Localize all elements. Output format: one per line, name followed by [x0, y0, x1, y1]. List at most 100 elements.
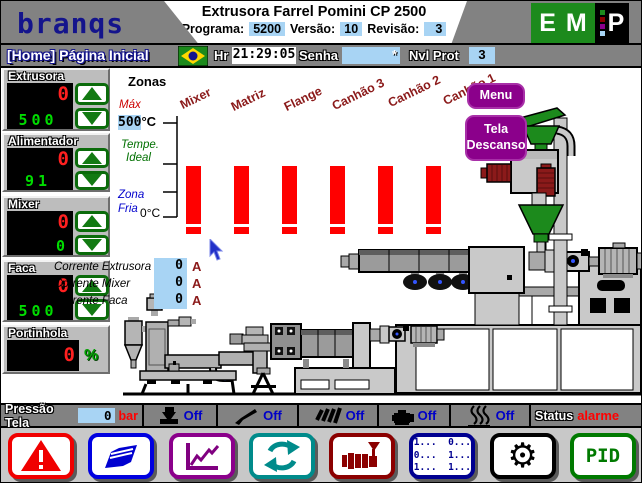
pressure-label: Pressão Tela	[5, 401, 54, 430]
portinhola-unit: %	[84, 347, 99, 364]
faca-setpoint: 0	[57, 275, 69, 297]
warning-triangle-icon	[21, 440, 62, 471]
scale-min: 0°C	[140, 206, 161, 220]
settings-button[interactable]: ⚙	[489, 433, 556, 479]
faca-down-button[interactable]	[75, 299, 109, 320]
brazil-flag-icon[interactable]	[178, 46, 208, 66]
cycle-button[interactable]	[248, 433, 315, 479]
toggle-state: Off	[417, 408, 437, 423]
toggle-heater[interactable]: Off	[451, 404, 531, 428]
panel-label: Extrusora	[8, 69, 65, 83]
small-hopper	[521, 125, 561, 145]
max-temp-input[interactable]: 500	[118, 115, 142, 130]
emp-color-dots	[599, 10, 605, 36]
alimentador-down-button[interactable]	[75, 170, 109, 190]
vertical-motor	[536, 167, 556, 197]
toggle-screw[interactable]: Off	[299, 405, 379, 426]
pid-button[interactable]: PID	[569, 433, 636, 479]
current-label: Corrente Mixer	[54, 277, 131, 290]
toggle-knife[interactable]: Off	[218, 405, 299, 426]
mixer-motor	[410, 325, 438, 344]
scale-ideal-2: Ideal	[126, 152, 151, 164]
faca-actual: 500	[18, 302, 58, 320]
scale-axis	[163, 116, 178, 218]
main-area: Extrusora 0 500 Alimentador 0 91	[1, 68, 641, 403]
mouse-cursor	[209, 239, 224, 261]
main-hopper-cone	[517, 204, 565, 235]
zone-bar	[330, 166, 345, 224]
toggle-state: Off	[263, 408, 282, 423]
header: branqs Extrusora Farrel Pomini CP 2500 P…	[1, 1, 641, 45]
toolbar: 1... 0... 0... 1... 1... 1... ⚙ PID	[1, 428, 641, 482]
toggle-diverter[interactable]: Off	[144, 405, 218, 426]
status-bar: Pressão Tela 0 bar Off Off	[1, 401, 641, 430]
down-arrow-icon	[82, 238, 102, 251]
zones-title: Zonas	[128, 74, 167, 89]
pelletizer-table	[139, 370, 237, 381]
senha-input[interactable]: *	[342, 47, 400, 64]
scale-cold-1: Zona	[118, 189, 145, 201]
scale-cold-2: Fria	[118, 203, 138, 215]
alimentador-display: 0 91	[7, 148, 73, 190]
title-plate: Extrusora Farrel Pomini CP 2500 Programa…	[164, 1, 467, 43]
panel-faca: Faca 0 500	[2, 260, 110, 322]
programa-value: 5200	[249, 22, 286, 36]
mixer-display: 0 0	[7, 211, 73, 255]
alimentador-actual: 91	[24, 172, 52, 190]
scale-ideal-1: Tempe.	[121, 139, 159, 151]
menu-button[interactable]: Menu	[467, 83, 525, 109]
current-value: 0	[154, 275, 187, 292]
zone-bar-base	[282, 227, 297, 234]
trends-button[interactable]	[168, 433, 235, 479]
current-value: 0	[154, 292, 187, 309]
mixer-up-button[interactable]	[75, 211, 109, 232]
programa-label: Programa:	[181, 22, 245, 36]
clock: 21:29:05	[232, 47, 296, 64]
recipes-button[interactable]	[88, 433, 155, 479]
extrusora-down-button[interactable]	[75, 107, 109, 129]
tela-descanso-button[interactable]: Tela Descanso	[465, 115, 527, 161]
extrusora-up-button[interactable]	[75, 83, 109, 105]
extruder-screens-button[interactable]	[329, 433, 396, 479]
zone-bar-base	[234, 227, 249, 234]
pump-icon	[391, 409, 414, 425]
down-arrow-icon	[82, 174, 102, 187]
status-segment: Status alarme	[531, 405, 641, 426]
alimentador-setpoint: 0	[57, 148, 69, 170]
zone-bar-base	[426, 227, 441, 234]
zone-bar-base	[378, 227, 393, 234]
mixer-down-button[interactable]	[75, 234, 109, 255]
scale-max-value[interactable]: 500°C	[118, 114, 156, 130]
current-label: Corrente Faca	[54, 294, 128, 307]
current-value: 0	[154, 258, 187, 275]
extrusora-setpoint: 0	[57, 83, 69, 105]
alarms-button[interactable]	[8, 433, 75, 479]
io-status-button[interactable]: 1... 0... 0... 1... 1... 1...	[409, 433, 476, 479]
current-row: Corrente Faca 0 A	[54, 292, 201, 309]
current-unit: A	[192, 276, 202, 291]
panel-label: Portinhola	[8, 326, 68, 340]
pressure-value: 0	[78, 408, 115, 423]
trend-chart-icon	[185, 443, 219, 470]
toggle-state: Off	[183, 408, 203, 423]
home-link[interactable]: [Home] Página Inicial	[7, 47, 149, 63]
current-unit: A	[192, 259, 202, 274]
cyclone	[124, 320, 143, 346]
toggle-pump[interactable]: Off	[379, 405, 451, 426]
extrusora-actual: 500	[18, 111, 58, 129]
current-readouts: Corrente Extrusora 0 A Corrente Mixer 0 …	[54, 258, 201, 309]
versao-label: Versão:	[290, 22, 336, 36]
gearbox	[468, 246, 525, 294]
status-value: alarme	[577, 408, 620, 423]
faca-up-button[interactable]	[75, 275, 109, 296]
cabinet-pill-button	[597, 280, 625, 291]
revisao-label: Revisão:	[367, 22, 420, 36]
zone-bar	[186, 166, 201, 224]
alimentador-up-button[interactable]	[75, 148, 109, 168]
portinhola-value: 0	[63, 344, 75, 366]
panel-label: Alimentador	[8, 134, 79, 148]
refresh-arrows-icon	[263, 440, 300, 472]
status-label: Status	[535, 408, 574, 423]
emp-p: P	[607, 8, 625, 37]
